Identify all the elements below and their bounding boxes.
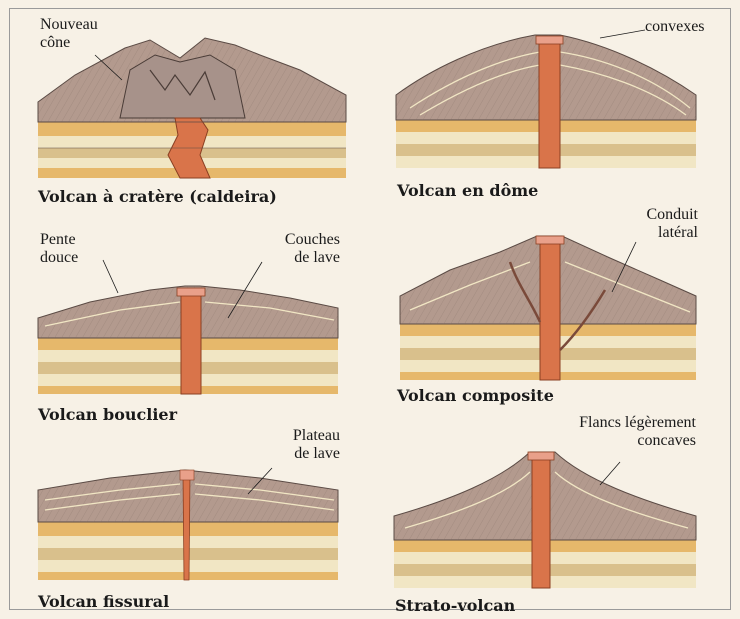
dome-diagram <box>396 30 696 168</box>
fissural-label-line1: Plateau <box>250 427 340 444</box>
strato-label-line2: concaves <box>500 432 696 449</box>
fissural-label-line2: de lave <box>250 445 340 462</box>
composite-label-line1: Conduit <box>600 206 698 223</box>
fissural-diagram <box>38 468 338 580</box>
bouclier-label-pente-line2: douce <box>40 249 78 266</box>
bouclier-label-couches-line2: de lave <box>250 249 340 266</box>
strato-diagram <box>394 452 696 588</box>
composite-label-line2: latéral <box>600 224 698 241</box>
fissural-title: Volcan fissural <box>38 592 169 611</box>
caldeira-label-line2: cône <box>40 34 70 51</box>
bouclier-label-couches-line1: Couches <box>250 231 340 248</box>
bouclier-title: Volcan bouclier <box>38 405 177 424</box>
dome-title: Volcan en dôme <box>397 181 538 200</box>
strato-title: Strato-volcan <box>395 596 515 615</box>
composite-title: Volcan composite <box>397 386 554 405</box>
caldeira-label-line1: Nouveau <box>40 16 98 33</box>
caldeira-title: Volcan à cratère (caldeira) <box>38 187 277 206</box>
bouclier-label-pente-line1: Pente <box>40 231 76 248</box>
caldeira-diagram <box>38 38 346 178</box>
bouclier-diagram <box>38 260 338 394</box>
composite-diagram <box>400 236 696 380</box>
dome-label: convexes <box>645 18 705 35</box>
strato-label-line1: Flancs légèrement <box>500 414 696 431</box>
